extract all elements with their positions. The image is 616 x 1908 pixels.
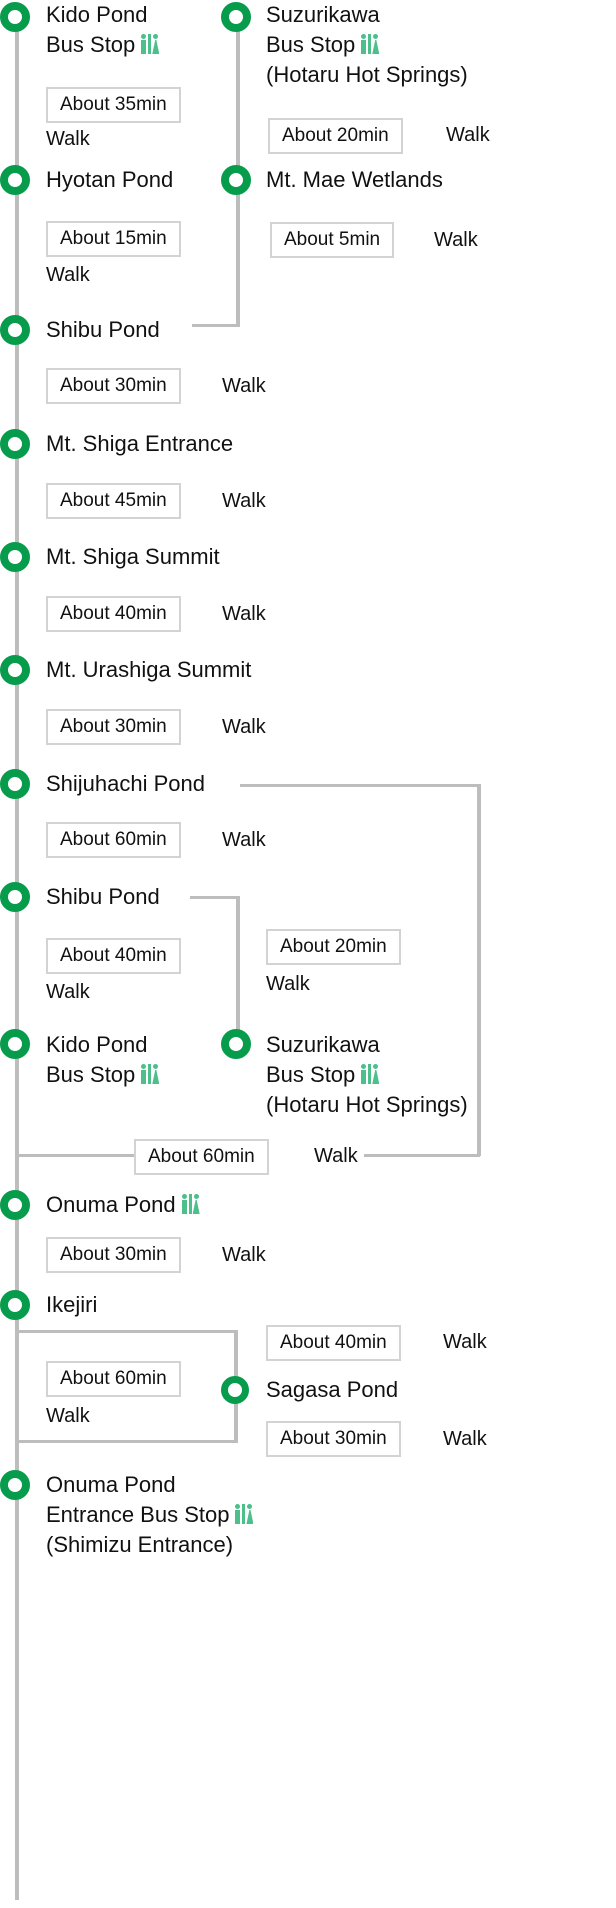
station-label-suzurikawa-bus-stop-top: Suzurikawa Bus Stop (Hotaru Hot Springs) bbox=[266, 0, 468, 90]
station-name: Kido Pond bbox=[46, 1032, 148, 1057]
trunk-line-left-lower bbox=[15, 1160, 19, 1900]
station-node-kido-pond-bus-stop-top[interactable] bbox=[0, 2, 30, 32]
segment-mode-seg-3: Walk bbox=[46, 262, 90, 288]
station-label-mt-mae-wetlands: Mt. Mae Wetlands bbox=[266, 167, 443, 192]
station-name: Onuma Pond bbox=[46, 1192, 176, 1217]
station-sub-label: Bus Stop bbox=[266, 1060, 468, 1090]
restroom-icon bbox=[181, 1194, 201, 1215]
branch-line-shibu-lower-right bbox=[190, 896, 240, 899]
station-node-kido-pond-bus-stop-bottom[interactable] bbox=[0, 1029, 30, 1059]
segment-mode-seg-8: Walk bbox=[222, 714, 266, 740]
segment-duration-seg-4: About 5min bbox=[270, 222, 395, 258]
branch-line-sagasa-to-entrance bbox=[15, 1440, 237, 1443]
station-label-kido-pond-bus-stop-top: Kido Pond Bus Stop bbox=[46, 0, 160, 60]
station-label-suzurikawa-bus-stop-bottom: Suzurikawa Bus Stop (Hotaru Hot Springs) bbox=[266, 1030, 468, 1120]
trunk-line-left-upper bbox=[15, 17, 19, 1192]
branch-line-col2-lower bbox=[236, 896, 240, 1044]
segment-mode-seg-14: Walk bbox=[443, 1329, 487, 1355]
station-node-shibu-pond-lower[interactable] bbox=[0, 882, 30, 912]
station-node-onuma-pond-entrance[interactable] bbox=[0, 1470, 30, 1500]
segment-duration-seg-9: About 60min bbox=[46, 822, 181, 858]
segment-mode-seg-9: Walk bbox=[222, 827, 266, 853]
station-label-mt-shiga-summit: Mt. Shiga Summit bbox=[46, 544, 220, 569]
restroom-icon bbox=[234, 1504, 254, 1525]
segment-duration-seg-10: About 40min bbox=[46, 938, 181, 974]
segment-duration-seg-1: About 35min bbox=[46, 87, 181, 123]
segment-duration-seg-2: About 20min bbox=[268, 118, 403, 154]
branch-line-ikejiri-right bbox=[15, 1330, 237, 1333]
branch-line-to-60min-bar-right bbox=[360, 1154, 480, 1157]
station-label-ikejiri: Ikejiri bbox=[46, 1292, 98, 1317]
branch-line-far-right-vertical bbox=[477, 784, 481, 1156]
segment-duration-seg-5: About 30min bbox=[46, 368, 181, 404]
station-paren-label: (Hotaru Hot Springs) bbox=[266, 1092, 468, 1117]
station-label-mt-shiga-entrance: Mt. Shiga Entrance bbox=[46, 431, 234, 456]
station-node-mt-urashiga-summit[interactable] bbox=[0, 655, 30, 685]
station-label-shijuhachi-pond: Shijuhachi Pond bbox=[46, 771, 206, 796]
segment-mode-seg-5: Walk bbox=[222, 373, 266, 399]
segment-duration-seg-6: About 45min bbox=[46, 483, 181, 519]
station-node-onuma-pond[interactable] bbox=[0, 1190, 30, 1220]
segment-mode-seg-4: Walk bbox=[434, 227, 478, 253]
station-label-hyotan-pond: Hyotan Pond bbox=[46, 167, 174, 192]
segment-duration-seg-13: About 30min bbox=[46, 1237, 181, 1273]
station-node-suzurikawa-bus-stop-bottom[interactable] bbox=[221, 1029, 251, 1059]
restroom-icon bbox=[360, 1064, 380, 1085]
station-node-ikejiri[interactable] bbox=[0, 1290, 30, 1320]
segment-duration-seg-15: About 60min bbox=[46, 1361, 181, 1397]
segment-duration-seg-7: About 40min bbox=[46, 596, 181, 632]
segment-mode-seg-1: Walk bbox=[46, 126, 90, 152]
station-label-sagasa-pond: Sagasa Pond bbox=[266, 1377, 399, 1402]
station-name: Onuma Pond bbox=[46, 1472, 176, 1497]
station-label-shibu-pond-upper: Shibu Pond bbox=[46, 317, 160, 342]
station-name: Kido Pond bbox=[46, 2, 148, 27]
restroom-icon bbox=[140, 34, 160, 55]
station-node-mt-shiga-summit[interactable] bbox=[0, 542, 30, 572]
station-label-kido-pond-bus-stop-bottom: Kido Pond Bus Stop bbox=[46, 1030, 160, 1090]
segment-mode-seg-2: Walk bbox=[446, 122, 490, 148]
branch-line-shijuhachi-right bbox=[240, 784, 480, 787]
branch-line-sagasa-down bbox=[234, 1390, 238, 1443]
station-name: Suzurikawa bbox=[266, 2, 380, 27]
branch-line-to-60min-bar-left bbox=[15, 1154, 135, 1157]
segment-mode-seg-12: Walk bbox=[308, 1143, 364, 1169]
station-node-suzurikawa-bus-stop-top[interactable] bbox=[221, 2, 251, 32]
segment-mode-seg-7: Walk bbox=[222, 601, 266, 627]
segment-mode-seg-16: Walk bbox=[443, 1426, 487, 1452]
station-name: Suzurikawa bbox=[266, 1032, 380, 1057]
station-paren-label: (Shimizu Entrance) bbox=[46, 1532, 234, 1557]
segment-duration-seg-12: About 60min bbox=[134, 1139, 269, 1175]
station-sub-label: Bus Stop bbox=[46, 1060, 160, 1090]
station-label-shibu-pond-lower: Shibu Pond bbox=[46, 884, 160, 909]
segment-duration-seg-14: About 40min bbox=[266, 1325, 401, 1361]
segment-mode-seg-11: Walk bbox=[266, 971, 310, 997]
join-line-mtmae-to-shibu bbox=[192, 324, 240, 327]
station-label-onuma-pond: Onuma Pond bbox=[46, 1190, 201, 1220]
station-node-shijuhachi-pond[interactable] bbox=[0, 769, 30, 799]
station-sub-label: Bus Stop bbox=[266, 30, 468, 60]
segment-duration-seg-11: About 20min bbox=[266, 929, 401, 965]
station-node-shibu-pond-upper[interactable] bbox=[0, 315, 30, 345]
station-sub-label: Bus Stop bbox=[46, 30, 160, 60]
station-node-hyotan-pond[interactable] bbox=[0, 165, 30, 195]
segment-duration-seg-8: About 30min bbox=[46, 709, 181, 745]
segment-mode-seg-10: Walk bbox=[46, 979, 90, 1005]
station-node-sagasa-pond[interactable] bbox=[221, 1376, 249, 1404]
segment-mode-seg-15: Walk bbox=[46, 1403, 90, 1429]
segment-duration-seg-16: About 30min bbox=[266, 1421, 401, 1457]
station-label-mt-urashiga-summit: Mt. Urashiga Summit bbox=[46, 657, 252, 682]
station-node-mt-mae-wetlands[interactable] bbox=[221, 165, 251, 195]
segment-mode-seg-6: Walk bbox=[222, 488, 266, 514]
station-node-mt-shiga-entrance[interactable] bbox=[0, 429, 30, 459]
segment-duration-seg-3: About 15min bbox=[46, 221, 181, 257]
segment-mode-seg-13: Walk bbox=[222, 1242, 266, 1268]
station-label-onuma-pond-entrance: Onuma Pond Entrance Bus Stop (Shimizu En… bbox=[46, 1470, 254, 1560]
restroom-icon bbox=[360, 34, 380, 55]
station-sub-label: Entrance Bus Stop bbox=[46, 1500, 254, 1530]
station-paren-label: (Hotaru Hot Springs) bbox=[266, 62, 468, 87]
restroom-icon bbox=[140, 1064, 160, 1085]
